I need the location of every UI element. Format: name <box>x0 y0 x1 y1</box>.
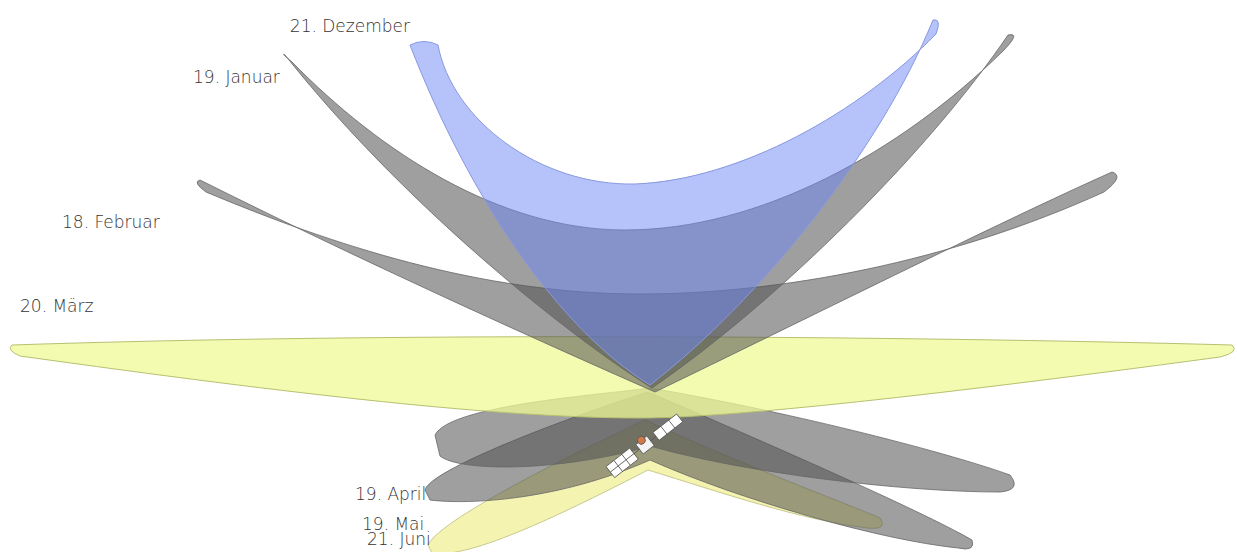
date-label: 19. April <box>355 484 426 504</box>
date-label: 19. Januar <box>193 67 280 87</box>
coverage-december <box>410 20 938 385</box>
satellite-icon <box>604 410 684 478</box>
date-label: 20. März <box>20 296 93 316</box>
date-label: 21. Dezember <box>290 16 410 36</box>
date-label: 18. Februar <box>62 212 160 232</box>
date-label: 21. Juni <box>367 529 431 549</box>
